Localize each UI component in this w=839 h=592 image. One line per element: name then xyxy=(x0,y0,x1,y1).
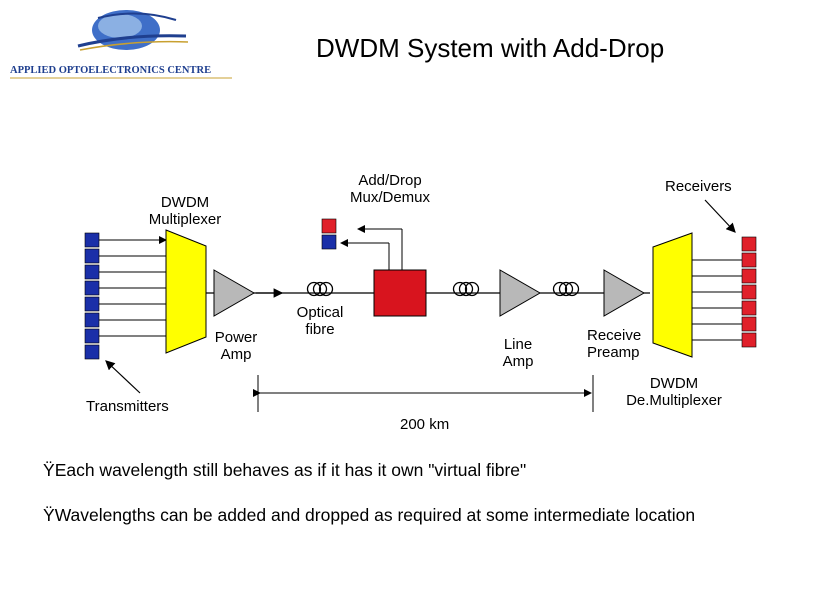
transmitter xyxy=(84,344,100,360)
transmitter xyxy=(84,280,100,296)
receive-preamp xyxy=(603,269,646,317)
receiver-array xyxy=(741,236,757,348)
dwdm-demultiplexer xyxy=(652,232,693,358)
add-transmitter xyxy=(321,234,337,250)
dwdm-multiplexer xyxy=(165,229,207,354)
logo-swoosh-icon: APPLIED OPTOELECTRONICS CENTRE xyxy=(10,10,232,79)
transmitter xyxy=(84,312,100,328)
logo-text: APPLIED OPTOELECTRONICS CENTRE xyxy=(10,65,211,76)
distance-label: 200 km xyxy=(400,416,450,433)
bullet-text: Wavelengths can be added and dropped as … xyxy=(54,505,696,525)
power-amp-label: Power Amp xyxy=(214,329,258,364)
receiver xyxy=(741,268,757,284)
optical-fibre-label: Optical fibre xyxy=(296,304,344,339)
bullet-item: ŸWavelengths can be added and dropped as… xyxy=(43,505,695,525)
receiver xyxy=(741,236,757,252)
add-drop-node xyxy=(373,269,427,317)
bullet-text: Each wavelength still behaves as if it h… xyxy=(54,460,527,480)
power-amp xyxy=(213,269,256,317)
transmitter xyxy=(84,232,100,248)
demux-label: DWDM De.Multiplexer xyxy=(626,375,722,410)
transmitters-pointer xyxy=(105,360,141,394)
fibre-coil-icon xyxy=(452,281,480,297)
line-amp xyxy=(499,269,542,317)
receiver xyxy=(741,284,757,300)
mux-label: DWDM Multiplexer xyxy=(148,194,222,229)
add-drop-label: Add/Drop Mux/Demux xyxy=(349,172,431,207)
receiver xyxy=(741,252,757,268)
receiver xyxy=(741,316,757,332)
transmitter-array xyxy=(84,232,100,360)
transmitters-label: Transmitters xyxy=(86,398,169,415)
line-amp-label: Line Amp xyxy=(502,336,534,371)
bullet-item: ŸEach wavelength still behaves as if it … xyxy=(43,460,526,480)
logo: APPLIED OPTOELECTRONICS CENTRE xyxy=(8,6,234,82)
transmitter xyxy=(84,296,100,312)
drop-receiver xyxy=(321,218,337,234)
receivers-pointer xyxy=(704,199,736,233)
transmitter-links xyxy=(99,236,167,337)
fibre-coil-icon xyxy=(306,281,334,297)
fibre-coil-icon xyxy=(552,281,580,297)
transmitter xyxy=(84,328,100,344)
receive-preamp-label: Receive Preamp xyxy=(587,327,642,362)
bullet-marker: Ÿ xyxy=(43,460,55,480)
receivers-label: Receivers xyxy=(665,178,732,195)
receiver-links xyxy=(692,259,742,341)
page-title: DWDM System with Add-Drop xyxy=(316,33,665,63)
receiver xyxy=(741,332,757,348)
transmitter xyxy=(84,264,100,280)
transmitter xyxy=(84,248,100,264)
bullet-marker: Ÿ xyxy=(43,505,55,525)
receiver xyxy=(741,300,757,316)
